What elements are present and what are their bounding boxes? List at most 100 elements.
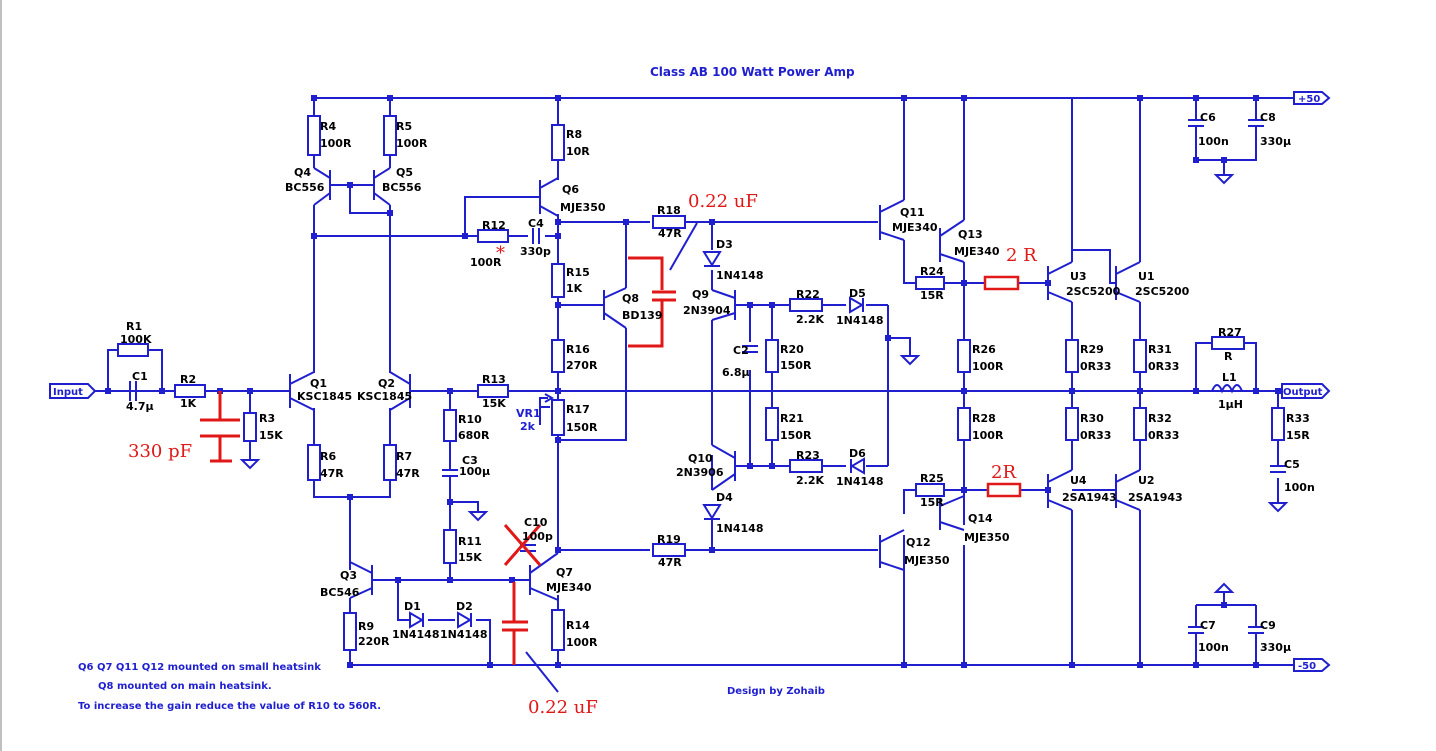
svg-text:100n: 100n <box>1284 481 1315 494</box>
svg-text:MJE350: MJE350 <box>560 201 606 214</box>
svg-text:R7: R7 <box>396 450 412 463</box>
transistor-U3 <box>1047 261 1073 303</box>
svg-text:15K: 15K <box>482 397 506 410</box>
svg-text:R23: R23 <box>796 449 820 462</box>
diode-D6 <box>850 457 865 475</box>
svg-text:100n: 100n <box>1198 641 1229 654</box>
annotation-top-res: 2 R <box>1006 245 1037 266</box>
resistor-R1 <box>117 343 149 357</box>
svg-text:C9: C9 <box>1260 619 1276 632</box>
input-port-label: Input <box>53 387 83 398</box>
port-input <box>49 383 97 399</box>
svg-text:100µ: 100µ <box>459 465 490 478</box>
svg-text:4.7µ: 4.7µ <box>126 400 154 413</box>
diode-symbols <box>409 251 865 629</box>
red-modifications <box>200 222 1022 693</box>
svg-text:Q8: Q8 <box>622 292 639 305</box>
svg-text:R6: R6 <box>320 450 336 463</box>
svg-text:1N4148: 1N4148 <box>716 269 763 282</box>
svg-text:U3: U3 <box>1070 270 1087 283</box>
note-line-1: Q6 Q7 Q11 Q12 mounted on small heatsink <box>78 662 321 673</box>
svg-text:Q12: Q12 <box>906 536 931 549</box>
svg-text:6.8µ: 6.8µ <box>722 366 750 379</box>
transistor-Q1 <box>278 371 315 411</box>
svg-text:R5: R5 <box>396 120 412 133</box>
svg-text:R13: R13 <box>482 373 506 386</box>
svg-text:R8: R8 <box>566 128 582 141</box>
c10-removed-cross <box>503 524 542 566</box>
capacitor-C3 <box>442 469 458 477</box>
resistor-R18 <box>652 215 686 229</box>
svg-text:MJE350: MJE350 <box>904 554 950 567</box>
svg-text:100R: 100R <box>396 137 428 150</box>
svg-text:270R: 270R <box>566 359 598 372</box>
svg-text:BC556: BC556 <box>382 181 422 194</box>
resistor-R14 <box>551 609 565 651</box>
svg-text:47R: 47R <box>320 467 344 480</box>
resistor-R15 <box>551 263 565 298</box>
svg-text:R21: R21 <box>780 412 804 425</box>
svg-text:150R: 150R <box>566 421 598 434</box>
svg-text:C5: C5 <box>1284 458 1300 471</box>
svg-text:Q1: Q1 <box>310 377 327 390</box>
resistor-R3 <box>243 412 257 442</box>
svg-text:2N3906: 2N3906 <box>676 466 724 479</box>
transistor-U4 <box>1047 469 1073 511</box>
resistor-R11 <box>443 529 457 564</box>
resistor-R26 <box>957 339 971 373</box>
svg-text:2N3904: 2N3904 <box>683 304 731 317</box>
ground-symbols <box>239 174 1289 593</box>
transistor-Q11 <box>879 199 905 241</box>
svg-text:15K: 15K <box>259 429 283 442</box>
svg-text:0R33: 0R33 <box>1080 360 1111 373</box>
resistor-R28 <box>957 407 971 441</box>
resistor-R12 <box>477 229 509 243</box>
svg-text:D6: D6 <box>849 447 866 460</box>
svg-text:R3: R3 <box>259 412 275 425</box>
svg-text:47R: 47R <box>396 467 420 480</box>
resistor-R19 <box>652 543 686 557</box>
svg-text:15K: 15K <box>458 551 482 564</box>
note-line-3: To increase the gain reduce the value of… <box>78 701 381 712</box>
diode-D4 <box>702 504 722 520</box>
svg-text:R31: R31 <box>1148 343 1172 356</box>
svg-text:100K: 100K <box>120 333 152 346</box>
svg-text:R25: R25 <box>920 472 944 485</box>
resistor-R31 <box>1133 339 1147 373</box>
added-cap-q7 <box>502 582 528 665</box>
svg-text:BD139: BD139 <box>622 309 662 322</box>
svg-text:R27: R27 <box>1218 326 1242 339</box>
svg-text:1N4148: 1N4148 <box>392 628 439 641</box>
svg-text:C10: C10 <box>524 516 548 529</box>
svg-text:2k: 2k <box>520 420 536 433</box>
output-port-label: Output <box>1283 387 1323 398</box>
svg-text:150R: 150R <box>780 359 812 372</box>
svg-text:R1: R1 <box>126 320 142 333</box>
annotation-r12-mark: * <box>496 243 505 264</box>
svg-text:0R33: 0R33 <box>1148 360 1179 373</box>
resistor-R4 <box>307 115 321 156</box>
neg-rail-label: -50 <box>1298 661 1316 672</box>
resistor-R23 <box>789 459 823 473</box>
transistor-Q8 <box>603 287 627 329</box>
svg-text:C8: C8 <box>1260 111 1276 124</box>
svg-text:2SA1943: 2SA1943 <box>1062 491 1117 504</box>
svg-text:Q2: Q2 <box>378 377 395 390</box>
svg-text:C4: C4 <box>528 217 544 230</box>
resistor-R16 <box>551 339 565 373</box>
added-cap-q8 <box>628 256 676 348</box>
svg-text:Q11: Q11 <box>900 206 925 219</box>
svg-text:MJE340: MJE340 <box>892 221 938 234</box>
added-res-top <box>983 275 1020 291</box>
svg-text:1K: 1K <box>180 397 197 410</box>
transistor-Q12 <box>879 529 905 571</box>
svg-text:Q14: Q14 <box>968 512 993 525</box>
diode-D3 <box>702 251 722 267</box>
svg-text:R19: R19 <box>657 533 681 546</box>
resistor-R7 <box>383 444 397 481</box>
svg-text:R9: R9 <box>358 620 374 633</box>
design-credit: Design by Zohaib <box>727 686 825 697</box>
svg-text:R33: R33 <box>1286 412 1310 425</box>
svg-text:15R: 15R <box>920 496 944 509</box>
